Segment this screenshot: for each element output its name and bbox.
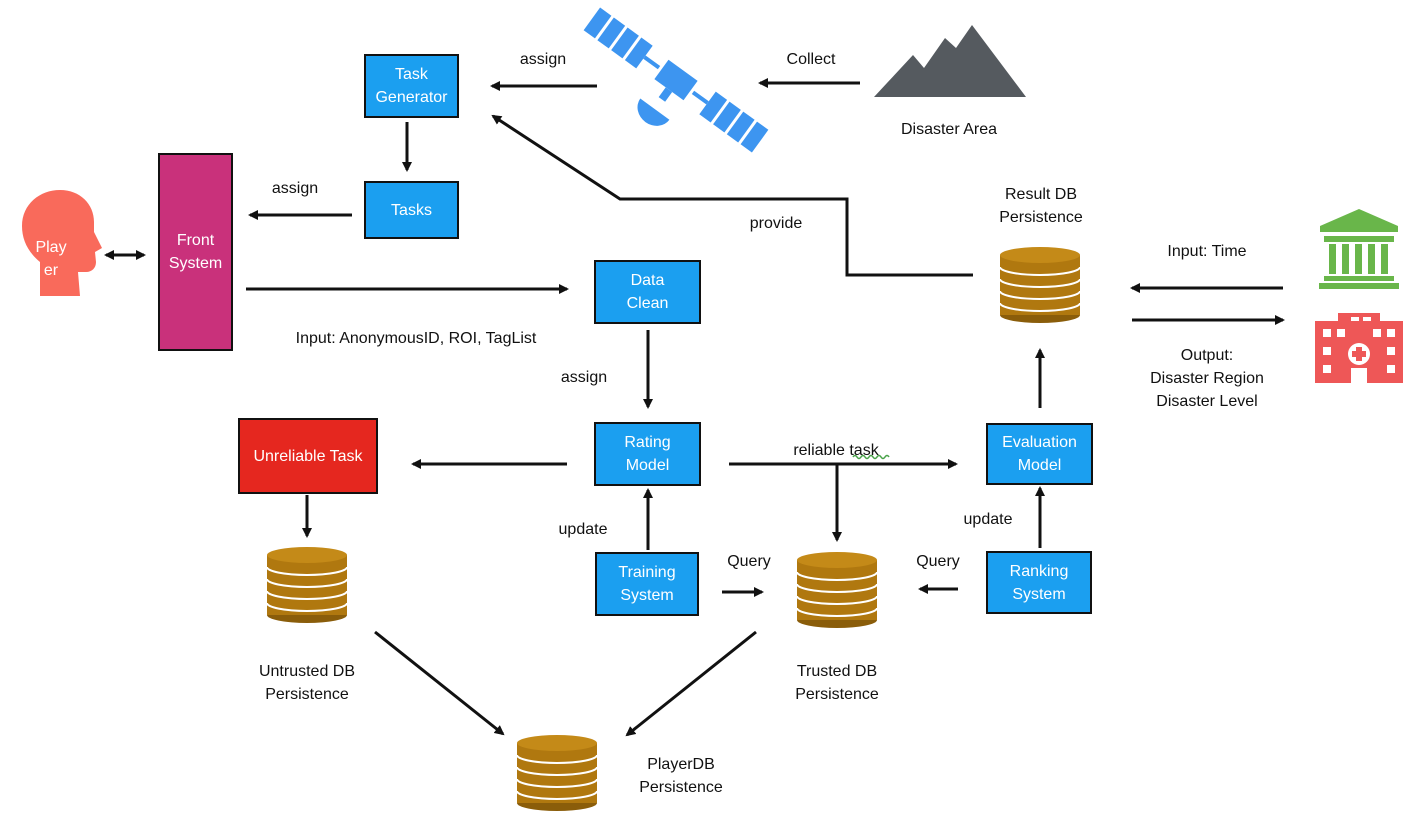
player-head-icon: [22, 190, 102, 296]
front-system-box[interactable]: Front System: [158, 153, 233, 351]
player-db-label: PlayerDB Persistence: [639, 756, 723, 796]
evaluation-model-box[interactable]: Evaluation Model: [986, 423, 1093, 485]
database-icon: [516, 734, 598, 812]
trusted-db-label: Trusted DB Persistence: [795, 663, 879, 703]
database-icon: [266, 546, 348, 624]
spell-check-underline: [852, 454, 890, 460]
hospital-icon: [1315, 313, 1403, 383]
collect-label: Collect: [786, 51, 836, 68]
update-label-left: update: [558, 521, 608, 538]
input-time-label: Input: Time: [1167, 243, 1247, 260]
input-front-label: Input: AnonymousID, ROI, TagList: [295, 330, 537, 347]
output-label: Output: Disaster Region Disaster Level: [1150, 347, 1264, 410]
arrow-result-to-generator: [491, 114, 973, 277]
arrow-untrusted-to-player-db: [374, 630, 505, 736]
assign-label-top: assign: [519, 51, 567, 68]
training-system-box[interactable]: Training System: [595, 552, 699, 616]
provide-label: provide: [749, 215, 803, 232]
government-building-icon: [1319, 209, 1399, 289]
player-label: Play er: [35, 239, 67, 279]
untrusted-db-label: Untrusted DB Persistence: [258, 663, 356, 703]
assign-label-clean: assign: [560, 369, 608, 386]
data-clean-box[interactable]: Data Clean: [594, 260, 701, 324]
assign-label-front: assign: [271, 180, 319, 197]
reliable-task-label: reliable task: [793, 442, 879, 459]
update-label-right: update: [963, 511, 1013, 528]
mountain-icon: [874, 25, 1026, 97]
ranking-system-box[interactable]: Ranking System: [986, 551, 1092, 614]
tasks-box[interactable]: Tasks: [364, 181, 459, 239]
disaster-area-label: Disaster Area: [900, 121, 998, 138]
query-label-right: Query: [916, 553, 960, 570]
task-generator-box[interactable]: Task Generator: [364, 54, 459, 118]
unreliable-task-box[interactable]: Unreliable Task: [238, 418, 378, 494]
rating-model-box[interactable]: Rating Model: [594, 422, 701, 486]
arrow-trusted-to-player-db: [625, 630, 757, 737]
result-db-label: Result DB Persistence: [999, 186, 1083, 226]
query-label-left: Query: [727, 553, 771, 570]
satellite-icon: [583, 7, 769, 153]
database-icon: [999, 246, 1081, 324]
database-icon: [796, 551, 878, 629]
